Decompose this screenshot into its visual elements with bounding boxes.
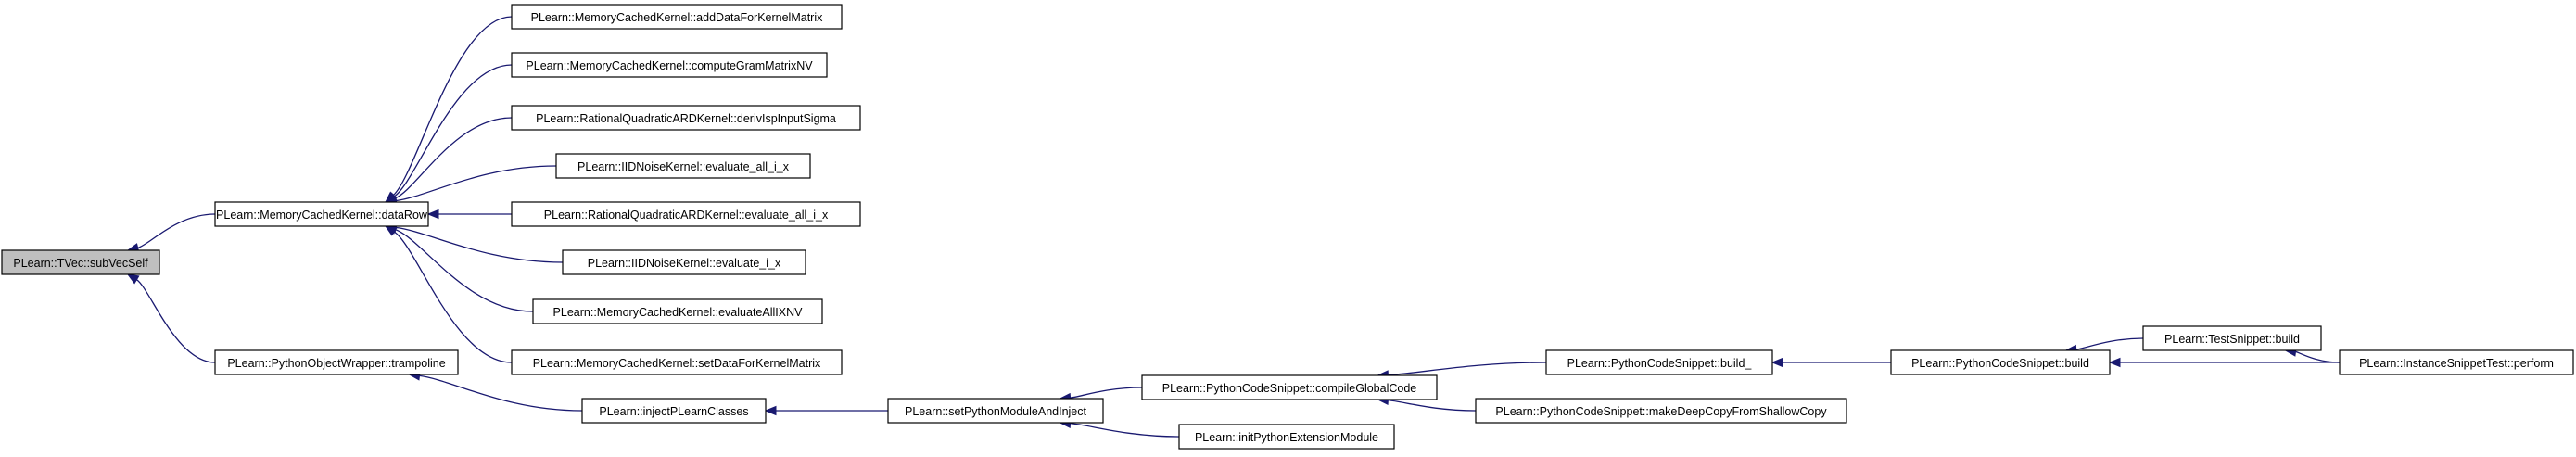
graph-edge-n5-n1 xyxy=(384,117,513,203)
node-box xyxy=(511,201,861,227)
node-label: PLearn::MemoryCachedKernel::setDataForKe… xyxy=(533,357,821,370)
node-label: PLearn::IIDNoiseKernel::evaluate_all_i_x xyxy=(577,160,790,173)
node-label: PLearn::PythonCodeSnippet::build xyxy=(1911,357,2089,370)
graph-edge-n19-n17 xyxy=(2108,357,2340,368)
node-box xyxy=(511,4,843,30)
graph-node-n8[interactable]: PLearn::IIDNoiseKernel::evaluate_i_x xyxy=(562,249,806,275)
node-box xyxy=(887,398,1104,424)
node-layer: PLearn::TVec::subVecSelfPLearn::MemoryCa… xyxy=(1,4,2574,450)
graph-edge-n10-n1 xyxy=(384,225,513,363)
graph-node-n12[interactable]: PLearn::setPythonModuleAndInject xyxy=(887,398,1104,424)
graph-node-n9[interactable]: PLearn::MemoryCachedKernel::evaluateAllI… xyxy=(532,298,823,324)
node-box xyxy=(562,249,806,275)
node-label: PLearn::initPythonExtensionModule xyxy=(1195,431,1378,444)
graph-edge-n2-n0 xyxy=(126,273,216,363)
node-box xyxy=(511,52,828,78)
graph-edge-n8-n1 xyxy=(384,222,564,263)
node-box xyxy=(1545,349,1773,375)
node-box xyxy=(555,153,811,179)
node-box xyxy=(2339,349,2574,375)
graph-node-n6[interactable]: PLearn::IIDNoiseKernel::evaluate_all_i_x xyxy=(555,153,811,179)
node-label: PLearn::RationalQuadraticARDKernel::deri… xyxy=(536,112,836,125)
node-label: PLearn::MemoryCachedKernel::evaluateAllI… xyxy=(553,306,804,319)
graph-node-n7[interactable]: PLearn::RationalQuadraticARDKernel::eval… xyxy=(511,201,861,227)
graph-edge-n11-n2 xyxy=(408,371,583,412)
node-box xyxy=(214,349,459,375)
node-box xyxy=(581,398,767,424)
node-box xyxy=(214,201,429,227)
graph-node-n1[interactable]: PLearn::MemoryCachedKernel::dataRow xyxy=(214,201,429,227)
node-label: PLearn::MemoryCachedKernel::addDataForKe… xyxy=(531,11,823,24)
node-label: PLearn::InstanceSnippetTest::perform xyxy=(2359,357,2554,370)
node-label: PLearn::setPythonModuleAndInject xyxy=(905,405,1086,418)
graph-node-n14[interactable]: PLearn::initPythonExtensionModule xyxy=(1178,424,1395,450)
graph-node-n3[interactable]: PLearn::MemoryCachedKernel::addDataForKe… xyxy=(511,4,843,30)
graph-node-n0[interactable]: PLearn::TVec::subVecSelf xyxy=(1,249,160,275)
node-label: PLearn::PythonCodeSnippet::build_ xyxy=(1567,357,1753,370)
graph-edge-n1-n0 xyxy=(126,213,216,253)
graph-edge-n3-n1 xyxy=(385,16,513,203)
node-box xyxy=(511,105,861,131)
graph-node-n10[interactable]: PLearn::MemoryCachedKernel::setDataForKe… xyxy=(511,349,843,375)
node-box xyxy=(1178,424,1395,450)
node-label: PLearn::TestSnippet::build xyxy=(2164,333,2300,346)
node-box xyxy=(1890,349,2111,375)
graph-node-n5[interactable]: PLearn::RationalQuadraticARDKernel::deri… xyxy=(511,105,861,131)
node-box xyxy=(532,298,823,324)
node-label: PLearn::TVec::subVecSelf xyxy=(13,257,148,270)
graph-node-n16[interactable]: PLearn::PythonCodeSnippet::makeDeepCopyF… xyxy=(1475,398,1847,424)
node-box xyxy=(1141,374,1438,400)
node-label: PLearn::injectPLearnClasses xyxy=(599,405,748,418)
graph-node-n11[interactable]: PLearn::injectPLearnClasses xyxy=(581,398,767,424)
graph-node-n13[interactable]: PLearn::PythonCodeSnippet::compileGlobal… xyxy=(1141,374,1438,400)
graph-node-n4[interactable]: PLearn::MemoryCachedKernel::computeGramM… xyxy=(511,52,828,78)
node-label: PLearn::PythonCodeSnippet::makeDeepCopyF… xyxy=(1495,405,1827,418)
graph-node-n18[interactable]: PLearn::TestSnippet::build xyxy=(2142,325,2322,351)
graph-edge-n12-n11 xyxy=(764,405,888,416)
node-label: PLearn::MemoryCachedKernel::dataRow xyxy=(216,209,428,222)
graph-edge-n9-n1 xyxy=(384,224,534,312)
node-label: PLearn::IIDNoiseKernel::evaluate_i_x xyxy=(588,257,781,270)
node-box xyxy=(1475,398,1847,424)
node-box xyxy=(1,249,160,275)
graph-edge-n7-n1 xyxy=(426,209,512,220)
graph-node-n15[interactable]: PLearn::PythonCodeSnippet::build_ xyxy=(1545,349,1773,375)
node-label: PLearn::PythonCodeSnippet::compileGlobal… xyxy=(1162,382,1417,395)
graph-node-n19[interactable]: PLearn::InstanceSnippetTest::perform xyxy=(2339,349,2574,375)
graph-edge-n17-n15 xyxy=(1770,357,1891,368)
graph-node-n17[interactable]: PLearn::PythonCodeSnippet::build xyxy=(1890,349,2111,375)
node-label: PLearn::RationalQuadraticARDKernel::eval… xyxy=(544,209,829,222)
graph-edge-n4-n1 xyxy=(384,64,513,203)
node-label: PLearn::PythonObjectWrapper::trampoline xyxy=(227,357,445,370)
node-label: PLearn::MemoryCachedKernel::computeGramM… xyxy=(526,59,813,72)
graph-node-n2[interactable]: PLearn::PythonObjectWrapper::trampoline xyxy=(214,349,459,375)
node-box xyxy=(511,349,843,375)
node-box xyxy=(2142,325,2322,351)
